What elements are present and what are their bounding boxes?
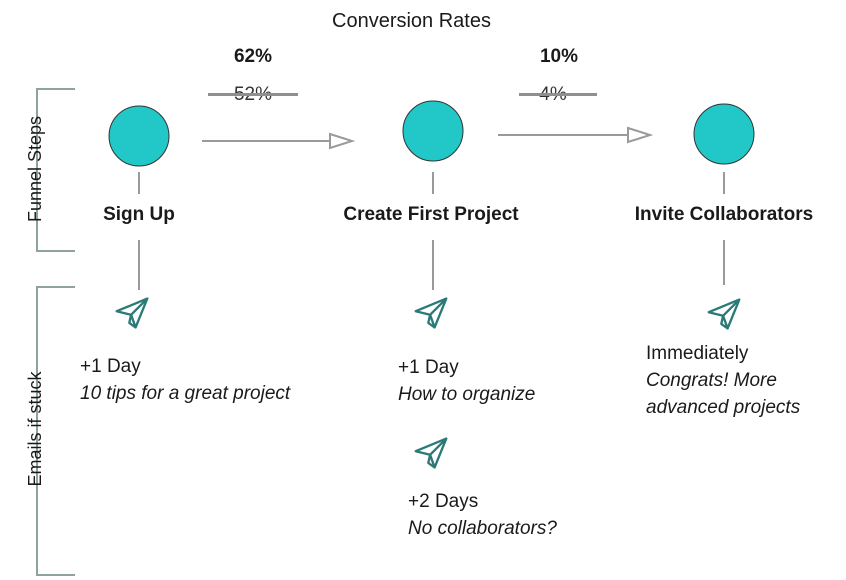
email-timing: +1 Day: [80, 356, 141, 377]
paper-plane-icon: [707, 298, 741, 330]
emails-bracket: [36, 286, 75, 576]
email-timing: +2 Days: [408, 491, 479, 512]
email-subject-line-2: advanced projects: [646, 397, 801, 418]
arrow-1: [202, 132, 356, 150]
email-subject: No collaborators?: [408, 518, 557, 539]
email-subject-line-1: Congrats! More: [646, 370, 777, 391]
arrow-2: [498, 126, 654, 144]
step-label-invite: Invite Collaborators: [634, 204, 814, 225]
step-node-invite: [693, 103, 755, 165]
paper-plane-icon: [115, 297, 149, 329]
email-block-sign-up: +1 Day 10 tips for a great project: [80, 353, 290, 407]
paper-plane-icon: [414, 437, 448, 469]
paper-plane-icon: [414, 297, 448, 329]
funnel-steps-bracket: [36, 88, 75, 252]
email-timing: +1 Day: [398, 357, 459, 378]
strikethrough-1: [208, 93, 298, 96]
email-subject: How to organize: [398, 384, 536, 405]
email-subject: 10 tips for a great project: [80, 383, 291, 404]
strikethrough-2: [519, 93, 597, 96]
step-node-sign-up: [108, 105, 170, 167]
step-node-create-project: [402, 100, 464, 162]
conversion-rate-new-2: 10%: [539, 46, 579, 67]
conversion-rate-new-1: 62%: [233, 46, 273, 67]
diagram-title: Conversion Rates: [332, 10, 491, 32]
email-block-create-project-1: +1 Day How to organize: [398, 354, 535, 408]
step-label-sign-up: Sign Up: [103, 204, 175, 225]
email-block-invite: Immediately Congrats! More advanced proj…: [646, 340, 800, 421]
email-block-create-project-2: +2 Days No collaborators?: [408, 488, 557, 542]
step-label-create-project: Create First Project: [343, 204, 519, 225]
email-timing: Immediately: [646, 343, 749, 364]
